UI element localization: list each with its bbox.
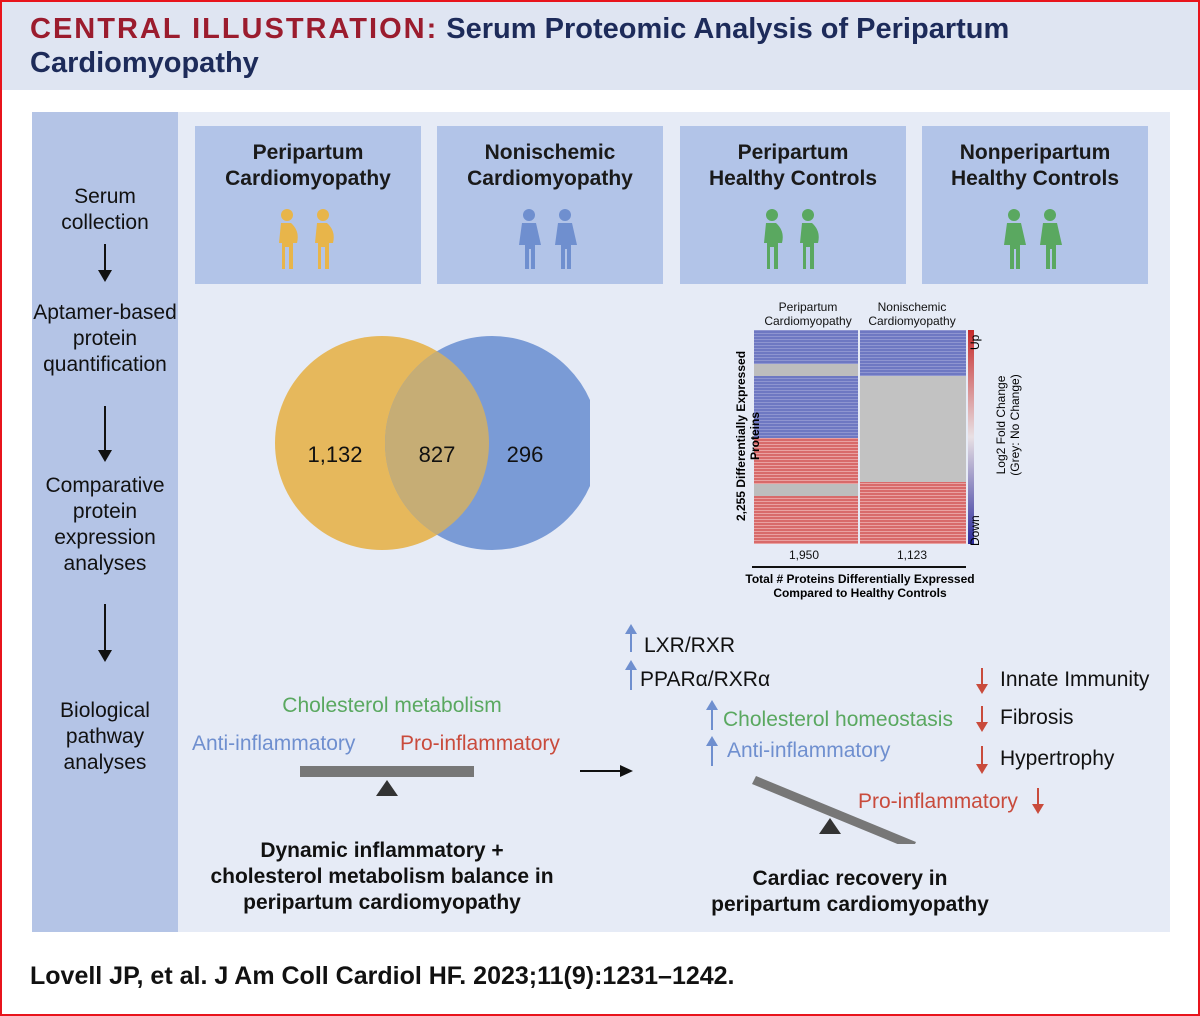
title-prefix: CENTRAL ILLUSTRATION:: [30, 13, 439, 45]
pathway-hypertrophy: Hypertrophy: [1000, 747, 1115, 770]
header: [2, 2, 1198, 90]
pathway-cholesterol-homeostasis: Cholesterol homeostasis: [723, 708, 953, 731]
group-peripartum-cardiomyopathy: Peripartum Cardiomyopathy: [195, 126, 421, 284]
heatmap-col1-label: Peripartum Cardiomyopathy: [764, 300, 852, 328]
venn-left-value: 1,132: [307, 442, 363, 467]
pathway-ppar: PPARα/RXRα: [640, 668, 771, 691]
left-cholesterol-label: Cholesterol metabolism: [282, 694, 502, 717]
right-balance-caption: Cardiac recovery in peripartum cardiomyo…: [711, 867, 989, 916]
step-aptamer: Aptamer-based protein quantification: [33, 301, 177, 376]
group-label: Nonperipartum Healthy Controls: [950, 141, 1120, 190]
group-label: Peripartum Healthy Controls: [708, 141, 878, 190]
pathway-fibrosis: Fibrosis: [1000, 706, 1074, 729]
pregnant-women-icon: [279, 209, 334, 269]
legend-sub-line: (Grey: No Change): [1008, 374, 1022, 476]
left-pro-inflammatory-label: Pro-inflammatory: [400, 732, 560, 755]
right-pro-inflammatory-label: Pro-inflammatory: [858, 790, 1018, 813]
heatmap-y-label: 2,255 Differentially Expressed Proteins: [734, 350, 762, 522]
citation: Lovell JP, et al. J Am Coll Cardiol HF. …: [30, 962, 735, 990]
up-arrow-icon: [625, 624, 637, 652]
pathway-lxr: LXR/RXR: [644, 634, 736, 657]
heatmap: [754, 330, 974, 544]
up-arrow-icon: [625, 660, 637, 690]
pregnant-women-icon: [764, 209, 819, 269]
venn-overlap-value: 827: [418, 442, 456, 467]
heatmap-down-label: Down: [968, 515, 982, 546]
venn-overlap: [385, 336, 489, 550]
up-arrow-icon: [706, 736, 718, 766]
venn-right-value: 296: [506, 442, 544, 467]
heatmap-caption: Total # Proteins Differentially Expresse…: [728, 572, 992, 600]
women-icon: [1004, 209, 1062, 269]
heatmap-count1: 1,950: [788, 548, 820, 562]
group-nonischemic-cardiomyopathy: Nonischemic Cardiomyopathy: [437, 126, 663, 284]
step-arrow-2: [98, 406, 112, 462]
heatmap-color-scale: [968, 330, 974, 544]
pathway-anti-inflammatory: Anti-inflammatory: [727, 739, 891, 762]
step-comparative: Comparative protein expression analyses: [45, 474, 165, 575]
right-balance-icon: [752, 776, 916, 844]
pathway-innate-immunity: Innate Immunity: [1000, 668, 1150, 691]
page-title: CENTRAL ILLUSTRATION: Serum Proteomic An…: [30, 12, 1170, 80]
down-arrow-icon: [976, 668, 988, 694]
down-arrow-icon: [976, 706, 988, 732]
group-label: Peripartum Cardiomyopathy: [225, 141, 391, 190]
step-pathway: Biological pathway analyses: [60, 699, 150, 774]
group-nonperipartum-healthy-controls: Nonperipartum Healthy Controls: [922, 126, 1148, 284]
heatmap-count2: 1,123: [896, 548, 928, 562]
heatmap-caption-line1: Total # Proteins Differentially Expresse…: [745, 572, 975, 586]
left-balance-icon: [300, 766, 474, 796]
heatmap-up-label: Up: [968, 334, 982, 350]
women-icon: [519, 209, 577, 269]
up-arrow-icon: [706, 700, 718, 730]
heatmap-divider: [752, 566, 966, 568]
step-serum-collection: Serum collection: [61, 185, 149, 234]
heatmap-legend-title: Log2 Fold Change (Grey: No Change): [994, 350, 1022, 500]
legend-title-line: Log2 Fold Change: [994, 375, 1008, 475]
heatmap-col2-label: Nonischemic Cardiomyopathy: [868, 300, 956, 328]
left-balance-caption: Dynamic inflammatory + cholesterol metab…: [210, 839, 554, 914]
title-main: Serum Proteomic Analysis of Peripartum C…: [30, 13, 1010, 79]
group-label: Nonischemic Cardiomyopathy: [467, 141, 633, 190]
heatmap-caption-line2: Compared to Healthy Controls: [773, 586, 947, 600]
down-arrow-icon: [976, 746, 988, 774]
group-peripartum-healthy-controls: Peripartum Healthy Controls: [680, 126, 906, 284]
left-anti-inflammatory-label: Anti-inflammatory: [192, 732, 356, 755]
step-arrow-1: [98, 244, 112, 282]
step-arrow-3: [98, 604, 112, 662]
venn-diagram: [275, 336, 590, 550]
down-arrow-icon: [1032, 788, 1044, 814]
arrow-right-icon: [580, 765, 633, 777]
